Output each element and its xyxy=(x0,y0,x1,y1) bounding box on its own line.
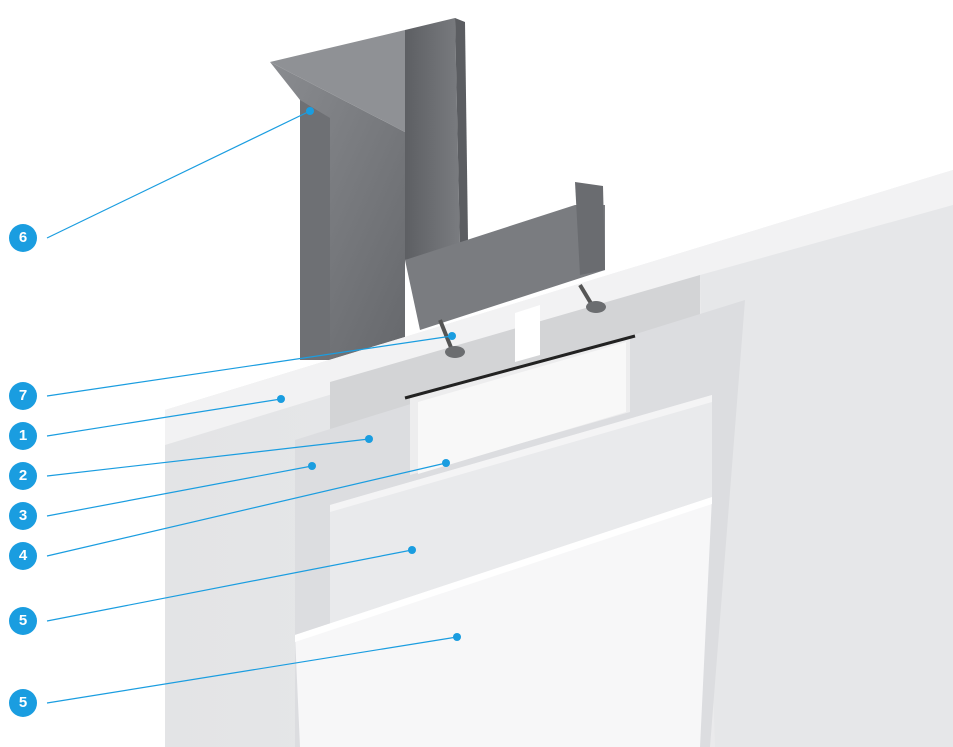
callout-1: 1 xyxy=(9,422,37,450)
insulation-block xyxy=(404,334,636,475)
leader-line-3 xyxy=(46,465,313,517)
callout-6: 6 xyxy=(9,224,37,252)
callout-7: 7 xyxy=(9,382,37,410)
callout-5b: 5 xyxy=(9,689,37,717)
leader-line-2 xyxy=(46,438,370,477)
callout-2: 2 xyxy=(9,462,37,490)
leader-dots xyxy=(277,107,461,641)
callout-4: 4 xyxy=(9,542,37,570)
callout-3: 3 xyxy=(9,502,37,530)
leader-line-4 xyxy=(46,462,447,557)
leader-line-1 xyxy=(46,398,282,437)
steel-column xyxy=(270,18,605,360)
fixing-bolts xyxy=(438,283,606,362)
callout-5a: 5 xyxy=(9,607,37,635)
leader-line-5a xyxy=(46,549,413,622)
leader-line-6 xyxy=(46,110,311,239)
leader-line-5b xyxy=(46,636,458,704)
leader-lines xyxy=(46,110,458,704)
leader-line-7 xyxy=(46,335,453,397)
